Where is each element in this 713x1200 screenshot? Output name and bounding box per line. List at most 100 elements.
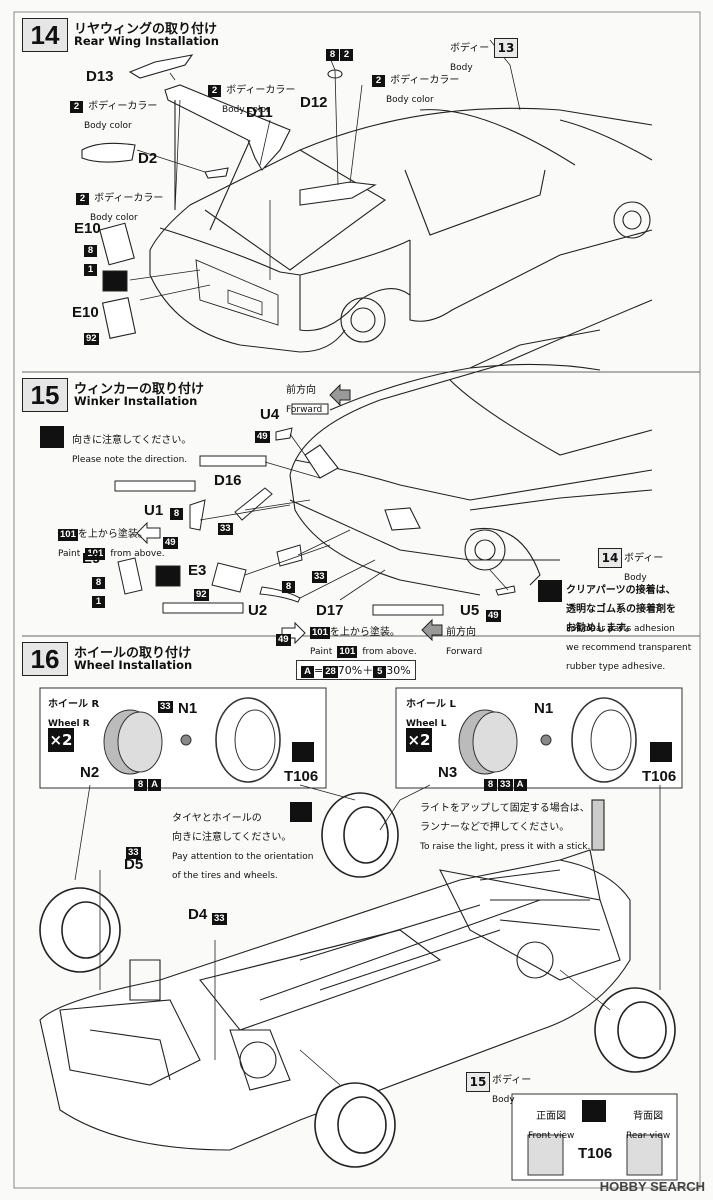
paint-code: 2 [340, 49, 353, 61]
part-d2: D2 [138, 150, 158, 167]
body-ref-16: ボディー Body [492, 1068, 531, 1106]
paint-code-u5: 49 [486, 603, 501, 622]
paint-code: 33 [158, 701, 173, 713]
part-u2: U2 [248, 602, 268, 619]
step-16-number: 16 [22, 642, 68, 676]
body-ref-15: ボディー Body [624, 546, 663, 584]
paint-code: 2 [208, 85, 221, 97]
paint-code: 2 [372, 75, 385, 87]
tire-orientation-note: タイヤとホイールの 向きに注意してください。 Pay attention to … [172, 806, 313, 882]
paint-code: 92 [194, 589, 209, 601]
tire-code-r: T106 [284, 768, 319, 785]
front-car-drawing [289, 299, 653, 596]
paint-code-u1b: 49 [163, 530, 178, 549]
paint-code-d16: 33 [218, 516, 233, 535]
step-15-title-en: Winker Installation [74, 394, 198, 408]
paint-code: 8 [282, 581, 295, 593]
rear-view-jp: 背面図 [633, 1111, 664, 1122]
body-color-jp: ボディーカラー [226, 85, 296, 96]
paint-code: A [148, 779, 161, 791]
part-e9: E9 [82, 550, 101, 567]
light-note: ライトをアップして固定する場合は、 ランナーなどで押してください。 To rai… [420, 796, 590, 853]
paint-code-wr: 33 [158, 694, 173, 713]
rear-car-drawing [149, 107, 653, 353]
paint-code: 49 [163, 537, 178, 549]
caution-icon [290, 802, 312, 822]
rear-view-en: Rear view [626, 1131, 671, 1141]
front-view-en: Front view [528, 1131, 575, 1141]
part-n1-l: N1 [534, 700, 554, 717]
step-14-title-en: Rear Wing Installation [74, 34, 219, 48]
paint-code: 8 [326, 49, 339, 61]
body-en: Body [450, 63, 473, 73]
note-jp: 向きに注意してください。 [72, 435, 192, 446]
paint-code-e3: 92 [194, 582, 209, 601]
wheel-r-jp: ホイール R [48, 699, 100, 710]
clear-en-2: we recommend transparent [566, 643, 692, 653]
watermark: HOBBY SEARCH [599, 1179, 705, 1194]
mix-p1: 70%＋ [337, 664, 374, 677]
body-jp: ボディー [450, 43, 490, 54]
caution-icon [650, 742, 672, 762]
body-color-jp: ボディーカラー [94, 193, 164, 204]
paint-code: 101 [337, 646, 358, 658]
step-ref-13: 13 [494, 38, 518, 58]
paint-code: 28 [323, 666, 338, 678]
part-d5: D5 [124, 856, 144, 873]
caution-icon [538, 580, 562, 602]
rear-view-label: 背面図 Rear view [626, 1104, 670, 1142]
paint-above-jp: を上から塗装。 [77, 529, 148, 540]
rear-wing-part [81, 54, 377, 339]
qty-badge: ×2 [48, 728, 74, 752]
light-en: To raise the light, press it with a stic… [420, 842, 591, 852]
mix-eq: = [314, 664, 324, 677]
paint-code: 2 [76, 193, 89, 205]
leader-lines-16 [74, 784, 661, 1086]
paint-code: 101 [85, 548, 106, 560]
paint-above-pre-en: Paint [310, 647, 333, 657]
paint-codes-e9: 8 1 [92, 570, 105, 608]
paint-code: 33 [126, 847, 141, 859]
paint-code: 1 [92, 596, 105, 608]
body-color-en: Body color [84, 121, 132, 131]
body-color-en: Body color [222, 105, 270, 115]
paint-code: 92 [84, 333, 99, 345]
part-d4: D4 [188, 906, 208, 923]
paint-above-en: from above. [110, 549, 165, 559]
paint-code-d17b: 33 [312, 564, 327, 583]
part-u5: U5 [460, 602, 480, 619]
step-16-title-en: Wheel Installation [74, 658, 193, 672]
body-jp: ボディー [492, 1075, 532, 1086]
part-u1: U1 [144, 502, 164, 519]
page-frame [13, 11, 701, 1189]
wheel-l-en: Wheel L [406, 719, 447, 729]
part-n3: N3 [438, 764, 458, 781]
paint-code: 5 [373, 666, 387, 678]
paint-above-jp: を上から塗装。 [329, 627, 400, 638]
clear-jp-3: お勧めします。 [566, 623, 635, 634]
part-n2: N2 [80, 764, 100, 781]
wheel-l-box [395, 687, 683, 789]
paint-code-u1: 8 [170, 501, 183, 520]
forward-en: Forward [286, 405, 323, 415]
paint-codes-e10: 8 1 [84, 238, 97, 276]
step-16-title-jp: ホイールの取り付け [74, 646, 192, 661]
clear-jp-1: クリアパーツの接着は、 [566, 585, 676, 596]
paint-above-en: from above. [362, 647, 417, 657]
part-d17: D17 [316, 602, 344, 619]
paint-code-d17a: 8 [282, 574, 295, 593]
tire-note-en-2: of the tires and wheels. [172, 871, 278, 881]
leader-lines-15 [199, 433, 509, 601]
forward-label-top: 前方向 Forward [286, 378, 322, 416]
step-14-title-jp: リヤウィングの取り付け [74, 22, 218, 37]
tire-code-l: T106 [642, 768, 677, 785]
qty-badge: ×2 [406, 728, 432, 752]
paint-code: 8 [92, 577, 105, 589]
clear-parts-note: クリアパーツの接着は、 透明なゴム系の接着剤を お勧めします。 [566, 578, 676, 635]
paint-code: 33 [212, 913, 227, 925]
